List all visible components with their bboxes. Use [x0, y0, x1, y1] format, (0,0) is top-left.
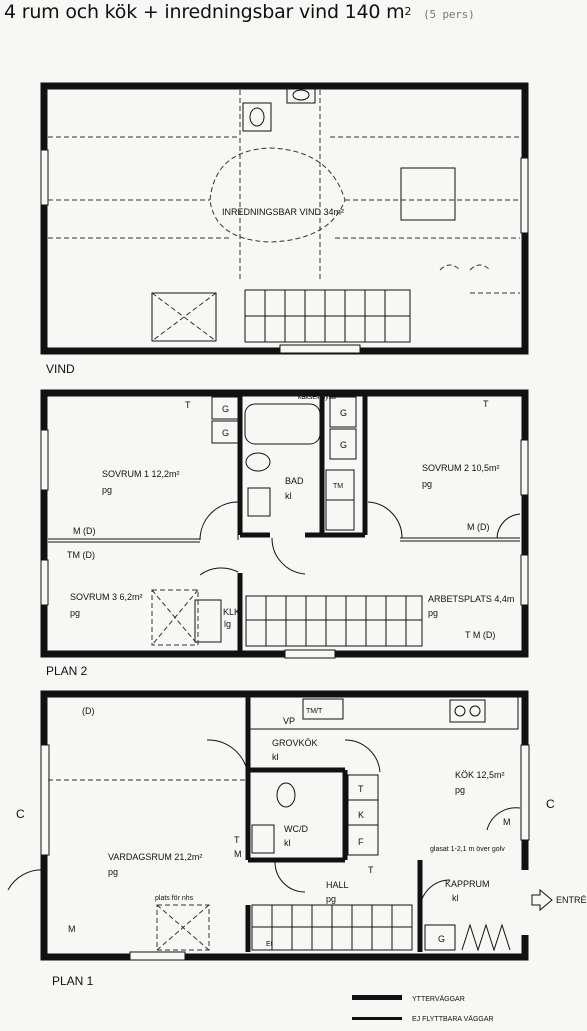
plan1-mark-t: T	[358, 784, 364, 794]
arbetsplats-floor: pg	[428, 608, 438, 618]
plan2-mark-g1: G	[222, 404, 229, 414]
bad-floor: kl	[285, 491, 292, 501]
vind-stair	[244, 289, 411, 343]
grovkok-label: GROVKÖK	[272, 738, 318, 748]
legend-label-fixed: EJ FLYTTBARA VÄGGAR	[412, 1015, 494, 1023]
plan2-mark-kaksel: kakseli hylla	[298, 394, 336, 401]
klk-floor: lg	[224, 619, 231, 629]
drawing-title: 4 rum och kök + inredningsbar vind 140 m…	[4, 0, 475, 27]
floor-plan2: SOVRUM 1 12,2m² pg SOVRUM 2 10,5m² pg SO…	[40, 389, 529, 678]
plan2-window-right1	[520, 439, 529, 496]
section-c-left: C	[16, 807, 25, 821]
vind-hatch	[151, 292, 217, 342]
plan1-mark-g: G	[438, 934, 445, 944]
legend: YTTERVÄGGAR EJ FLYTTBARA VÄGGAR	[352, 995, 494, 1023]
plan2-window-bottom	[284, 649, 336, 659]
vind-window-left	[40, 149, 49, 206]
hall-label: HALL	[326, 880, 349, 890]
kitchen-counter	[249, 696, 519, 730]
floor-vind: INREDNINGSBAR VIND 34m² VIND	[40, 82, 529, 376]
sovrum2-floor: pg	[422, 479, 432, 489]
plan2-mark-t2: T	[483, 399, 489, 409]
entrance-arrow-icon	[531, 888, 553, 912]
arbetsplats-label: ARBETSPLATS 4,4m	[428, 594, 514, 604]
plan2-mark-t1: T	[185, 400, 191, 410]
bad-label: BAD	[285, 476, 304, 486]
kok-label: KÖK 12,5m²	[455, 770, 505, 780]
plan1-floor-name: PLAN 1	[52, 974, 94, 988]
plan2-window-left2	[40, 559, 49, 606]
kapprum-label: KAPPRUM	[445, 879, 490, 889]
plan1-mark-k: K	[358, 810, 364, 820]
plan1-mark-vp: VP	[283, 716, 295, 726]
title-text: 4 rum och kök + inredningsbar vind 140 m	[4, 1, 405, 23]
plan1-window-left	[40, 744, 50, 856]
vind-skylight	[400, 167, 456, 221]
legend-label-outer: YTTERVÄGGAR	[412, 995, 465, 1003]
plan2-mark-g2: G	[222, 428, 229, 438]
section-c-right: C	[546, 797, 555, 811]
plan1-mark-d: (D)	[82, 706, 95, 716]
grovkok-floor: kl	[272, 752, 279, 762]
vardagsrum-label: VARDAGSRUM 21,2m²	[108, 852, 202, 862]
sovrum2-label: SOVRUM 2 10,5m²	[422, 463, 500, 473]
toilet-icon	[245, 452, 271, 472]
plan1-mark-et: Et	[266, 941, 273, 948]
plan1-toilet-icon	[276, 782, 296, 808]
sovrum3-floor: pg	[70, 608, 80, 618]
persons-note: (5 pers)	[423, 8, 475, 21]
sovrum1-floor: pg	[102, 485, 112, 495]
plan2-mark-m2: M (D)	[467, 522, 490, 532]
plan1-mark-glasat: glasat 1-2,1 m över golv	[430, 846, 505, 853]
sovrum3-label: SOVRUM 3 6,2m²	[70, 592, 143, 602]
plan2-floor-name: PLAN 2	[46, 664, 88, 678]
title-superscript: 2	[404, 5, 412, 18]
plan2-window-left1	[40, 429, 49, 491]
plan1-mark-plats: plats för nhs	[155, 895, 194, 902]
vind-basin	[286, 86, 316, 104]
bathtub-icon	[244, 403, 321, 445]
vind-window-right	[520, 157, 529, 234]
klk-label: KLK	[223, 607, 240, 617]
legend-swatch-outer	[352, 995, 402, 1000]
wcd-label: WC/D	[284, 824, 308, 834]
kapprum-floor: kl	[452, 893, 459, 903]
vind-room-label: INREDNINGSBAR VIND 34m²	[222, 207, 344, 217]
floor-plan1: VARDAGSRUM 21,2m² pg GROVKÖK kl KÖK 12,5…	[7, 690, 587, 988]
plan2-mark-g3: G	[340, 408, 347, 418]
plan2-outer-wall	[40, 389, 529, 658]
plan1-mark-hall-t: T	[368, 865, 374, 875]
kok-floor: pg	[455, 785, 465, 795]
plan2-stair	[245, 595, 423, 647]
sovrum1-label: SOVRUM 1 12,2m²	[102, 469, 180, 479]
plan2-mark-tm1: TM (D)	[67, 550, 95, 560]
washbasin-icon	[247, 487, 271, 517]
plan2-window-right2	[520, 554, 529, 606]
plan1-mark-m-left: M	[68, 924, 76, 934]
vardagsrum-floor: pg	[108, 867, 118, 877]
vind-window-bottom	[279, 344, 361, 354]
plan2-mark-tm2: T M (D)	[465, 630, 495, 640]
vind-floor-name: VIND	[46, 362, 75, 376]
plan1-basin-icon	[251, 824, 275, 854]
wcd-floor: kl	[284, 838, 291, 848]
plan1-mark-tmt: TM/T	[306, 708, 323, 715]
plan2-mark-g4: G	[340, 440, 347, 450]
plan1-window-right	[520, 744, 530, 841]
plan2-mark-tm-box: TM	[333, 483, 343, 490]
plan1-mark-tm-t: T	[234, 835, 240, 845]
legend-swatch-fixed	[352, 1017, 402, 1020]
hall-floor: pg	[326, 894, 336, 904]
plan1-mark-f: F	[358, 837, 364, 847]
plan2-mark-m1: M (D)	[73, 526, 96, 536]
plan1-window-bottom	[129, 951, 186, 961]
plan1-stair	[251, 904, 413, 951]
entrance-label: ENTRÉ	[556, 895, 587, 905]
plan1-mark-tm-m: M	[234, 849, 242, 859]
plan1-mark-m-right: M	[503, 817, 511, 827]
